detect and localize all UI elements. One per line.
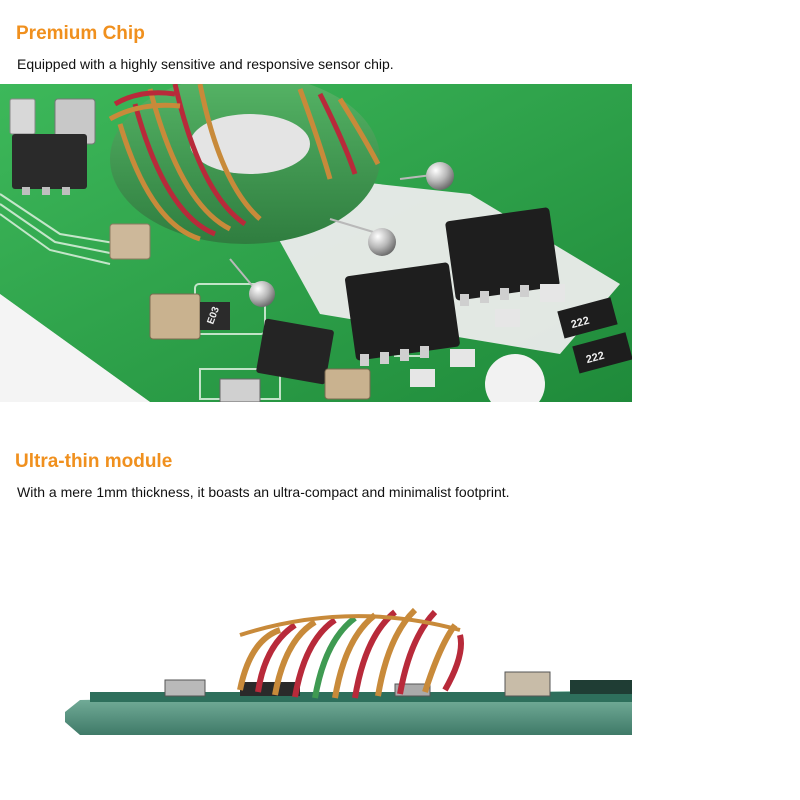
premium-chip-description: Equipped with a highly sensitive and res… (17, 56, 394, 72)
ultra-thin-module-heading: Ultra-thin module (15, 451, 173, 472)
component-mark-222-a: 222 (570, 315, 591, 331)
pcb-closeup-photo: E03 222 222 (0, 84, 632, 402)
ultra-thin-module-description: With a mere 1mm thickness, it boasts an … (17, 484, 510, 500)
pcb-side-profile-photo (65, 607, 632, 735)
component-mark-222-b: 222 (585, 350, 606, 366)
premium-chip-heading: Premium Chip (16, 23, 145, 44)
